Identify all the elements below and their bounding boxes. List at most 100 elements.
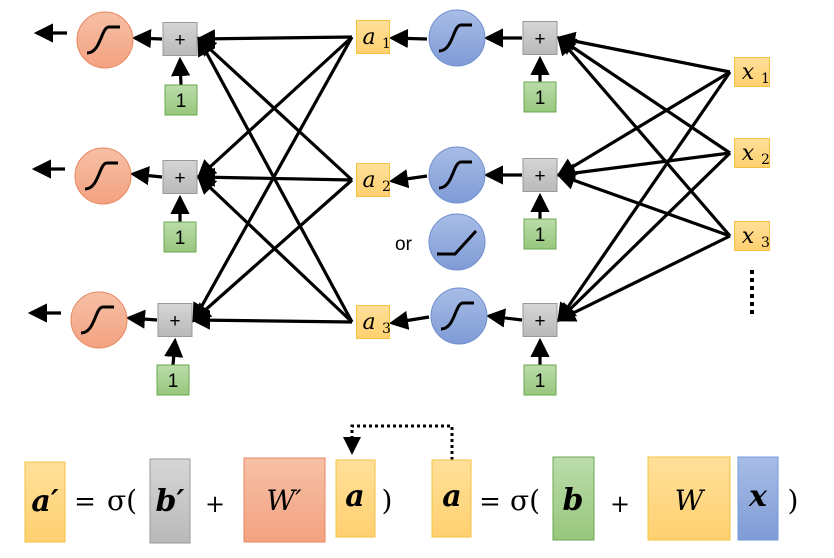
edge-x3-to-hidden-sum3: [556, 234, 731, 322]
edge-a1-to-sum2: [196, 35, 354, 180]
a-prime-box: [24, 461, 66, 543]
w-box: [647, 456, 731, 541]
sigmoid-icon: [438, 160, 472, 190]
svg-text:1: 1: [176, 91, 187, 112]
relu-icon: [437, 229, 478, 256]
edge-hidden-to-a: [388, 169, 428, 189]
svg-text:2: 2: [382, 179, 391, 195]
dotted-link: [343, 424, 454, 460]
svg-text:2: 2: [761, 152, 770, 168]
equation-right: a = σ( b + W x ): [431, 456, 798, 541]
hidden-neuron-2: [428, 146, 486, 204]
connections: [27, 23, 732, 366]
edge-a2-to-sum2: [195, 167, 353, 187]
hidden-bias-node: 1: [523, 218, 557, 250]
a-label-right: a: [442, 479, 461, 514]
svg-text:1: 1: [382, 36, 391, 52]
hidden-neuron-3: [430, 287, 488, 345]
x-box: [737, 456, 779, 541]
svg-text:a: a: [362, 310, 375, 335]
sigma: σ(: [510, 484, 540, 517]
b-label: b: [563, 483, 584, 518]
hidden-sum-node: +: [522, 158, 558, 192]
w-label: W: [675, 484, 706, 517]
edge-x2-to-hidden-sum2: [555, 151, 731, 183]
svg-text:x: x: [742, 60, 755, 85]
svg-text:+: +: [169, 311, 180, 332]
output-bias-node: 1: [163, 221, 197, 253]
edge-x3-to-hidden-sum1: [556, 35, 732, 238]
output-neuron-2: [74, 147, 132, 205]
hidden-neuron-1: [428, 9, 486, 67]
output-neuron-1: [76, 11, 134, 69]
hidden-sum-node: +: [522, 21, 558, 55]
b-prime-label: b′: [156, 484, 185, 519]
equation-left: a′ = σ( b′ + W′ a ): [24, 457, 393, 544]
edge-x3-to-hidden-sum2: [555, 171, 731, 238]
sigmoid-icon: [438, 23, 472, 53]
a-box-left: [335, 459, 376, 538]
svg-text:+: +: [174, 168, 185, 189]
sigmoid-icon: [440, 301, 474, 331]
svg-text:1: 1: [761, 71, 770, 87]
output-sum-node: +: [157, 303, 193, 337]
edge-hidden-to-a: [388, 310, 430, 330]
edge-x2-to-hidden-sum1: [556, 36, 731, 155]
b-box: [552, 456, 595, 541]
output-bias-node: 1: [156, 364, 190, 396]
x-label: x: [748, 479, 768, 514]
a-prime-label: a′: [31, 484, 58, 519]
b-prime-box: [149, 458, 191, 544]
edge-bias-to-sum: [164, 337, 184, 366]
edge-a1-to-sum1: [195, 29, 353, 49]
edge-bias-to-sum: [171, 56, 191, 86]
output-sum-node: +: [162, 22, 198, 56]
edge-x1-to-hidden-sum1: [555, 31, 731, 74]
ellipsis-dots: [750, 270, 754, 314]
edge-sum-to-hidden: [485, 308, 523, 328]
edge-x1-to-hidden-sum2: [556, 70, 731, 177]
sigmoid-icon: [84, 161, 118, 191]
svg-text:3: 3: [761, 235, 770, 251]
output-sum-node: +: [162, 160, 198, 194]
edge-a2-to-sum3: [191, 178, 354, 323]
equals: =: [74, 487, 96, 517]
svg-text:1: 1: [168, 371, 179, 392]
relu-neuron: [428, 213, 486, 271]
hidden-bias-node: 1: [523, 364, 557, 396]
edge-a3-to-sum3: [190, 310, 353, 330]
edge-sum-to-output: [125, 309, 158, 329]
svg-text:1: 1: [175, 228, 186, 249]
w-prime-box: [243, 457, 326, 543]
edge-a1-to-sum3: [192, 36, 354, 323]
a-label-left: a: [345, 479, 364, 514]
close-paren: ): [382, 484, 393, 517]
plus: +: [610, 490, 630, 518]
w-prime-label: W′: [266, 484, 302, 517]
edge-x2-to-hidden-sum3: [556, 151, 732, 323]
svg-text:+: +: [534, 166, 545, 187]
svg-text:x: x: [742, 224, 755, 249]
edge-hidden-to-a: [388, 28, 428, 49]
edge-sum-to-output: [129, 166, 163, 186]
svg-text:1: 1: [535, 225, 546, 246]
svg-text:a: a: [362, 25, 375, 50]
a-box-right: [431, 459, 472, 538]
svg-text:1: 1: [535, 371, 546, 392]
hidden-bias-node: 1: [523, 81, 557, 113]
svg-text:a: a: [362, 168, 375, 193]
svg-text:1: 1: [535, 88, 546, 109]
svg-text:+: +: [174, 30, 185, 51]
edge-a2-to-sum1: [196, 36, 354, 182]
edge-sum-to-output: [131, 28, 163, 49]
plus: +: [205, 490, 225, 518]
or-label: or: [395, 234, 413, 255]
output-neuron-3: [70, 291, 128, 349]
